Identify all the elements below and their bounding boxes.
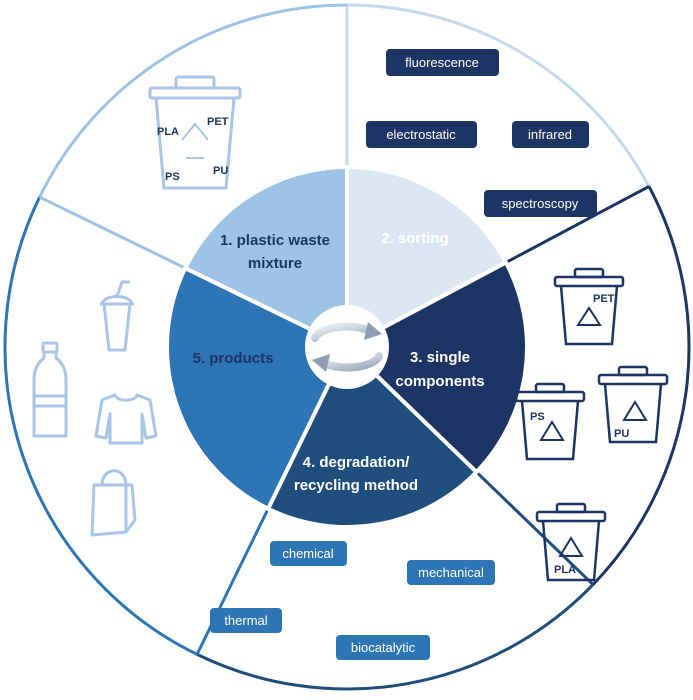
inner-pie <box>165 164 529 529</box>
center-hub <box>305 305 389 389</box>
label-plastic-waste-line1: 1. plastic waste <box>220 232 330 249</box>
label-sorting: 2. sorting <box>381 230 449 247</box>
segment-sorting <box>343 259 529 475</box>
pill-infrared-text: infrared <box>528 127 572 142</box>
pill-infrared: infrared <box>512 121 589 148</box>
cycle-arrows-icon <box>311 322 383 372</box>
sorting-methods: fluorescence electrostatic infrared spec… <box>366 49 597 217</box>
bin-pla-label: PLA <box>554 564 576 576</box>
component-bins: PET PS PU PLA <box>514 267 669 582</box>
product-icons <box>32 280 158 537</box>
ring-arc-sorting <box>591 185 691 586</box>
pill-fluorescence-text: fluorescence <box>405 55 479 70</box>
pill-biocatalytic-text: biocatalytic <box>351 640 416 655</box>
pill-electrostatic: electrostatic <box>366 121 477 148</box>
segment-plastic-waste <box>345 164 509 351</box>
bin-pu-label: PU <box>614 428 629 440</box>
pill-spectroscopy: spectroscopy <box>484 190 597 217</box>
pill-chemical: chemical <box>270 541 347 566</box>
ring-divider-products <box>38 195 186 270</box>
ring-divider-single-components <box>475 470 595 586</box>
pill-thermal: thermal <box>210 608 282 633</box>
shirt-icon <box>94 393 158 445</box>
mixture-label-pla: PLA <box>157 126 179 138</box>
mixed-waste-bin-icon: PLA PET PS PU <box>148 75 242 190</box>
ring-divider-sorting <box>505 185 650 264</box>
bin-pet-label: PET <box>593 293 615 305</box>
segment-single-components <box>265 343 480 529</box>
mixture-label-pu: PU <box>213 165 228 177</box>
segment-products <box>182 164 349 351</box>
bag-icon <box>90 469 137 537</box>
pill-thermal-text: thermal <box>224 613 267 628</box>
pill-chemical-text: chemical <box>282 546 333 561</box>
mixture-label-ps: PS <box>165 171 180 183</box>
pill-spectroscopy-text: spectroscopy <box>502 196 579 211</box>
pill-mechanical: mechanical <box>407 560 495 585</box>
ring-arc-degradation <box>3 196 198 656</box>
bin-pla-icon: PLA <box>535 502 607 582</box>
bottle-icon <box>32 341 68 438</box>
label-products: 5. products <box>193 350 274 367</box>
bin-pu-icon: PU <box>597 365 669 444</box>
pill-fluorescence: fluorescence <box>386 49 499 76</box>
label-degradation-line1: 4. degradation/ <box>303 454 411 471</box>
outer-ring <box>3 3 691 691</box>
pill-electrostatic-text: electrostatic <box>386 127 456 142</box>
label-single-components-line2: components <box>395 373 484 390</box>
bin-pet-icon: PET <box>553 267 625 346</box>
label-plastic-waste-line2: mixture <box>248 255 302 272</box>
segment-labels: 1. plastic waste mixture 2. sorting 3. s… <box>193 230 485 494</box>
bin-ps-icon: PS <box>514 382 586 461</box>
pill-biocatalytic: biocatalytic <box>336 635 430 660</box>
recycling-methods: chemical mechanical thermal biocatalytic <box>210 541 495 660</box>
ring-arc-products <box>38 3 348 198</box>
label-single-components-line1: 3. single <box>410 349 470 366</box>
mixture-label-pet: PET <box>207 116 229 128</box>
bin-ps-label: PS <box>530 411 545 423</box>
segment-degradation <box>165 265 350 512</box>
ring-arc-plastic-waste <box>346 3 651 188</box>
label-degradation-line2: recycling method <box>294 477 418 494</box>
ring-divider-degradation <box>195 508 270 656</box>
ring-arc-single-components <box>196 583 595 691</box>
pill-mechanical-text: mechanical <box>418 565 484 580</box>
cup-icon <box>100 280 134 352</box>
